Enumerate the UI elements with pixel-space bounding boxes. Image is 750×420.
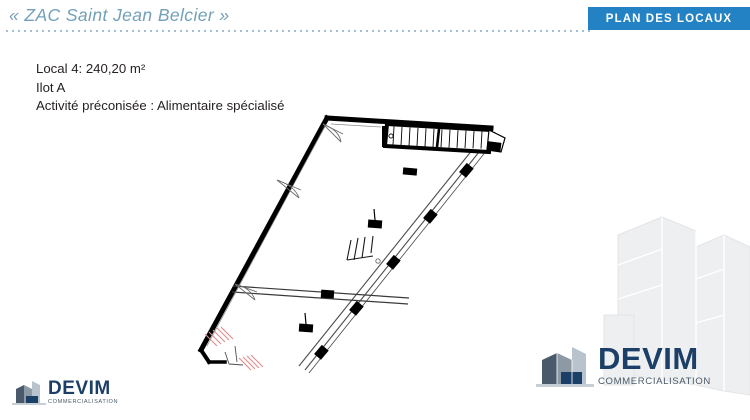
slide-header: « ZAC Saint Jean Belcier » PLAN DES LOCA… [0, 0, 750, 36]
logo-bottom-right-text: DEVIM COMMERCIALISATION [598, 342, 711, 388]
interior-columns [298, 167, 418, 333]
partition-pillar [320, 289, 335, 299]
logo-bottom-right-word: DEVIM [598, 341, 699, 377]
local-info-block: Local 4: 240,20 m² Ilot A Activité préco… [36, 60, 284, 116]
local-area-line: Local 4: 240,20 m² [36, 61, 146, 76]
staircase [382, 121, 494, 155]
devim-building-icon [12, 381, 46, 405]
annotation-hatching-left [204, 326, 234, 347]
devim-building-icon-large [536, 347, 594, 387]
central-detail-dot [375, 258, 381, 264]
floor-plan-drawing [175, 108, 520, 376]
logo-bottom-right-subtitle: COMMERCIALISATION [598, 376, 711, 388]
floor-plan-exterior-walls [197, 114, 494, 365]
inner-wall-outline [206, 123, 382, 347]
stair-landing [486, 129, 506, 153]
header-divider [6, 30, 594, 32]
annotation-hatching-bottom [238, 354, 264, 371]
logo-bottom-left-word: DEVIM [48, 377, 111, 399]
door-swing-mid [276, 179, 302, 199]
facade-pillars [314, 162, 474, 360]
page-title: « ZAC Saint Jean Belcier » [9, 5, 230, 25]
logo-devim-bottom-left: DEVIM COMMERCIALISATION [12, 376, 142, 410]
interior-partition-wall [231, 285, 410, 305]
door-swing-upper [322, 123, 344, 143]
column-risers [304, 208, 376, 325]
status-badge: PLAN DES LOCAUX [588, 7, 750, 30]
logo-bottom-left-text: DEVIM COMMERCIALISATION [48, 377, 118, 407]
logo-bottom-left-subtitle: COMMERCIALISATION [48, 398, 119, 405]
floor-plan-interior [197, 120, 495, 360]
logo-devim-bottom-right: DEVIM COMMERCIALISATION [536, 338, 746, 394]
local-ilot-line: Ilot A [36, 79, 66, 95]
door-swing-partition [234, 283, 258, 301]
local-activity-line: Activité préconisée : Alimentaire spécia… [36, 98, 285, 113]
threshold-detail [224, 345, 244, 366]
central-technical-detail [346, 235, 374, 261]
status-badge-label: PLAN DES LOCAUX [605, 12, 733, 25]
